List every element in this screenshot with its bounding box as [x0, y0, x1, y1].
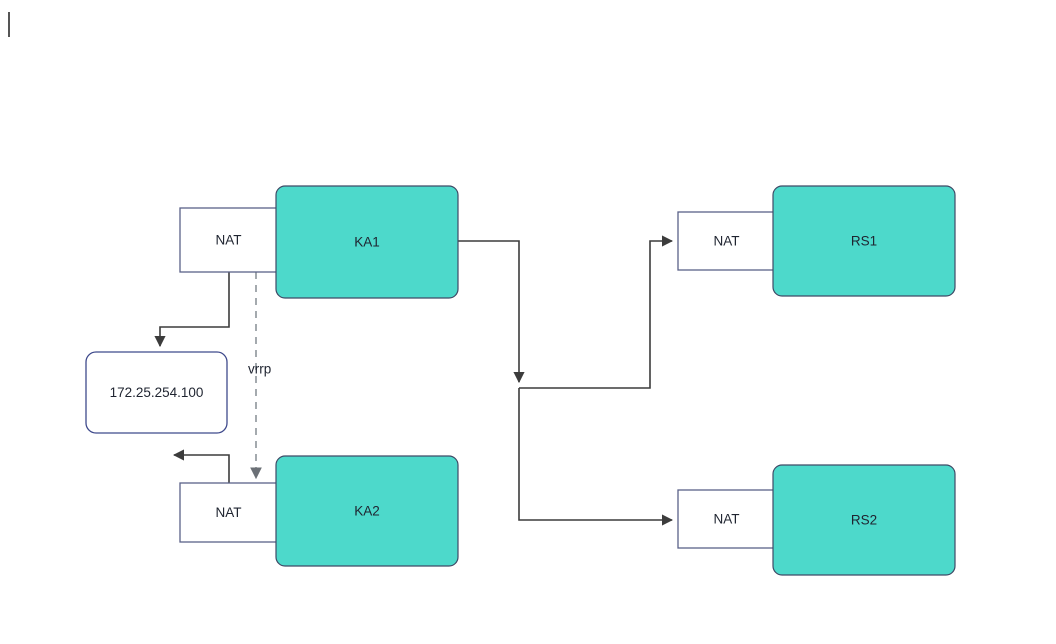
nat-ka2-rect[interactable]	[179, 482, 278, 543]
node-rs2[interactable]: RS2	[772, 464, 956, 576]
node-ka2[interactable]: KA2	[275, 455, 459, 567]
node-rs1[interactable]: RS1	[772, 185, 956, 297]
vip-box-rect[interactable]	[85, 351, 228, 434]
nat-ka1-rect[interactable]	[179, 207, 278, 273]
edge-junction-to-rs1	[519, 235, 674, 389]
edge-nat-ka2-to-left	[172, 449, 230, 483]
edge-ka1-to-junction	[458, 240, 525, 384]
edge-vrrp-label: vrrp	[248, 362, 271, 377]
node-ka1-rect[interactable]	[275, 185, 459, 299]
node-ka1-label: KA1	[354, 235, 380, 250]
nat-rs2[interactable]: NAT	[677, 489, 776, 549]
nat-boxes-layer: NAT NAT NAT NAT	[179, 207, 776, 549]
vip-box[interactable]: 172.25.254.100	[85, 351, 228, 434]
node-rs2-rect[interactable]	[772, 464, 956, 576]
node-rs1-label: RS1	[851, 234, 877, 249]
nat-ka2[interactable]: NAT	[179, 482, 278, 543]
node-rs2-label: RS2	[851, 513, 877, 528]
edge-nat-ka1-to-vip	[154, 272, 230, 348]
node-ka2-rect[interactable]	[275, 455, 459, 567]
edges-layer	[154, 235, 674, 526]
edge-junction-to-rs2	[518, 388, 674, 526]
nat-rs1[interactable]: NAT	[677, 211, 776, 271]
nat-ka1-label: NAT	[216, 233, 242, 248]
node-ka2-label: KA2	[354, 504, 380, 519]
nat-rs1-label: NAT	[714, 234, 740, 249]
ip-box-layer: 172.25.254.100	[85, 351, 228, 434]
node-ka1[interactable]: KA1	[275, 185, 459, 299]
nat-rs2-label: NAT	[714, 512, 740, 527]
edge-labels-layer: vrrp	[248, 362, 271, 377]
nat-ka1[interactable]: NAT	[179, 207, 278, 273]
vip-box-label: 172.25.254.100	[110, 385, 204, 400]
node-rs1-rect[interactable]	[772, 185, 956, 297]
nat-ka2-label: NAT	[216, 505, 242, 520]
